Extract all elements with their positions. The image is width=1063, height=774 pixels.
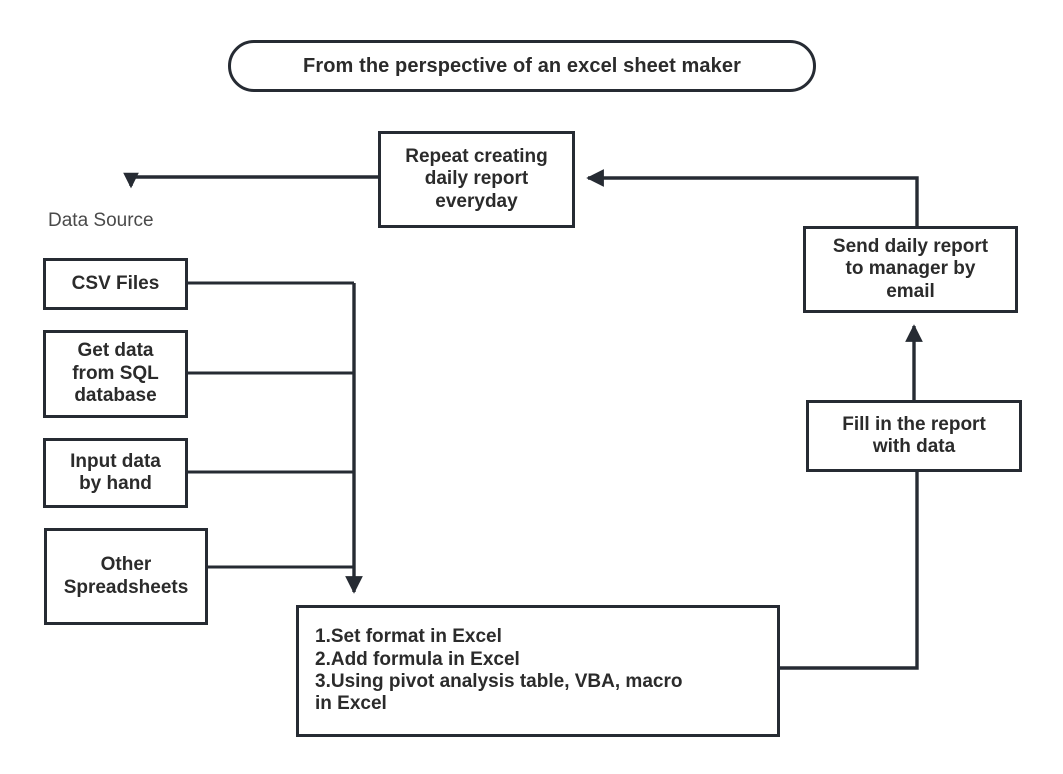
edge-send-report-to-repeat [586,169,919,226]
node-get-data-from-sql-database[interactable]: Get data from SQL database [43,330,188,418]
node-repeat-creating-daily-report[interactable]: Repeat creating daily report everyday [378,131,575,228]
node-other-spreadsheets[interactable]: Other Spreadsheets [44,528,208,625]
node-excel-steps[interactable]: 1.Set format in Excel 2.Add formula in E… [296,605,780,737]
node-send-daily-report-to-manager[interactable]: Send daily report to manager by email [803,226,1018,313]
data-source-label: Data Source [48,210,154,231]
node-input-data-by-hand[interactable]: Input data by hand [43,438,188,508]
node-csv-files[interactable]: CSV Files [43,258,188,310]
edge-sources-bus [188,281,363,594]
edge-repeat-to-data-source [123,172,378,189]
diagram-title-pill: From the perspective of an excel sheet m… [228,40,816,92]
node-fill-in-the-report-with-data[interactable]: Fill in the report with data [806,400,1022,472]
